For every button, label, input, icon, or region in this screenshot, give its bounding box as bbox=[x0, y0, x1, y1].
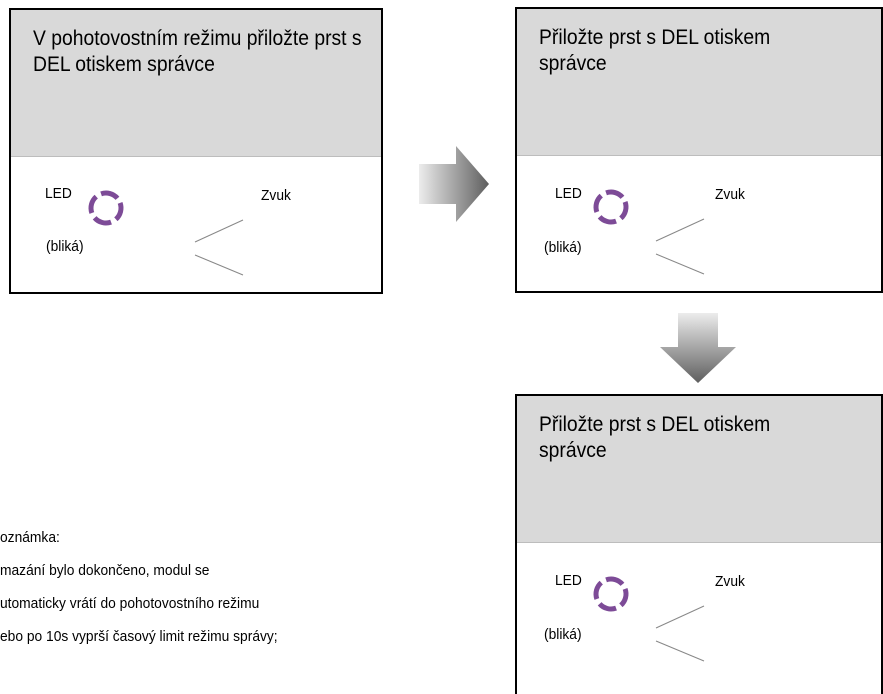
sound-lines-icon bbox=[655, 218, 705, 275]
led-label: LED bbox=[555, 572, 582, 589]
completion-note: oznámka: mazání bylo dokončeno, modul se… bbox=[0, 521, 278, 653]
step-panel-1: V pohotovostním režimu přiložte prst s D… bbox=[9, 8, 383, 294]
panel-title: Přiložte prst s DEL otiskem správce bbox=[539, 413, 771, 462]
display-screen: V pohotovostním režimu přiložte prst s D… bbox=[11, 10, 381, 157]
note-line: oznámka: bbox=[0, 529, 60, 546]
display-screen: Přiložte prst s DEL otiskem správce bbox=[517, 9, 881, 156]
step-panel-2: Přiložte prst s DEL otiskem správce LED … bbox=[515, 7, 883, 293]
sound-label: Zvuk bbox=[715, 573, 745, 590]
sound-lines-icon bbox=[655, 605, 705, 662]
display-screen: Přiložte prst s DEL otiskem správce bbox=[517, 396, 881, 543]
sound-lines-icon bbox=[194, 219, 244, 276]
sound-label: Zvuk bbox=[261, 187, 291, 204]
note-line: utomaticky vrátí do pohotovostního režim… bbox=[0, 595, 260, 612]
blink-label: (bliká) bbox=[544, 626, 582, 643]
led-label: LED bbox=[45, 185, 72, 202]
panel-title: V pohotovostním režimu přiložte prst s D… bbox=[33, 27, 362, 76]
led-ring-icon bbox=[88, 190, 124, 226]
blink-label: (bliká) bbox=[46, 238, 84, 255]
step-panel-3: Přiložte prst s DEL otiskem správce LED … bbox=[515, 394, 883, 694]
led-label: LED bbox=[555, 185, 582, 202]
panel-title: Přiložte prst s DEL otiskem správce bbox=[539, 26, 771, 75]
sound-label: Zvuk bbox=[715, 186, 745, 203]
down-arrow-icon bbox=[660, 313, 736, 383]
blink-label: (bliká) bbox=[544, 239, 582, 256]
led-ring-icon bbox=[593, 189, 629, 225]
note-line: mazání bylo dokončeno, modul se bbox=[0, 562, 210, 579]
led-ring-icon bbox=[593, 576, 629, 612]
right-arrow-icon bbox=[419, 146, 489, 222]
note-line: ebo po 10s vyprší časový limit režimu sp… bbox=[0, 628, 278, 645]
